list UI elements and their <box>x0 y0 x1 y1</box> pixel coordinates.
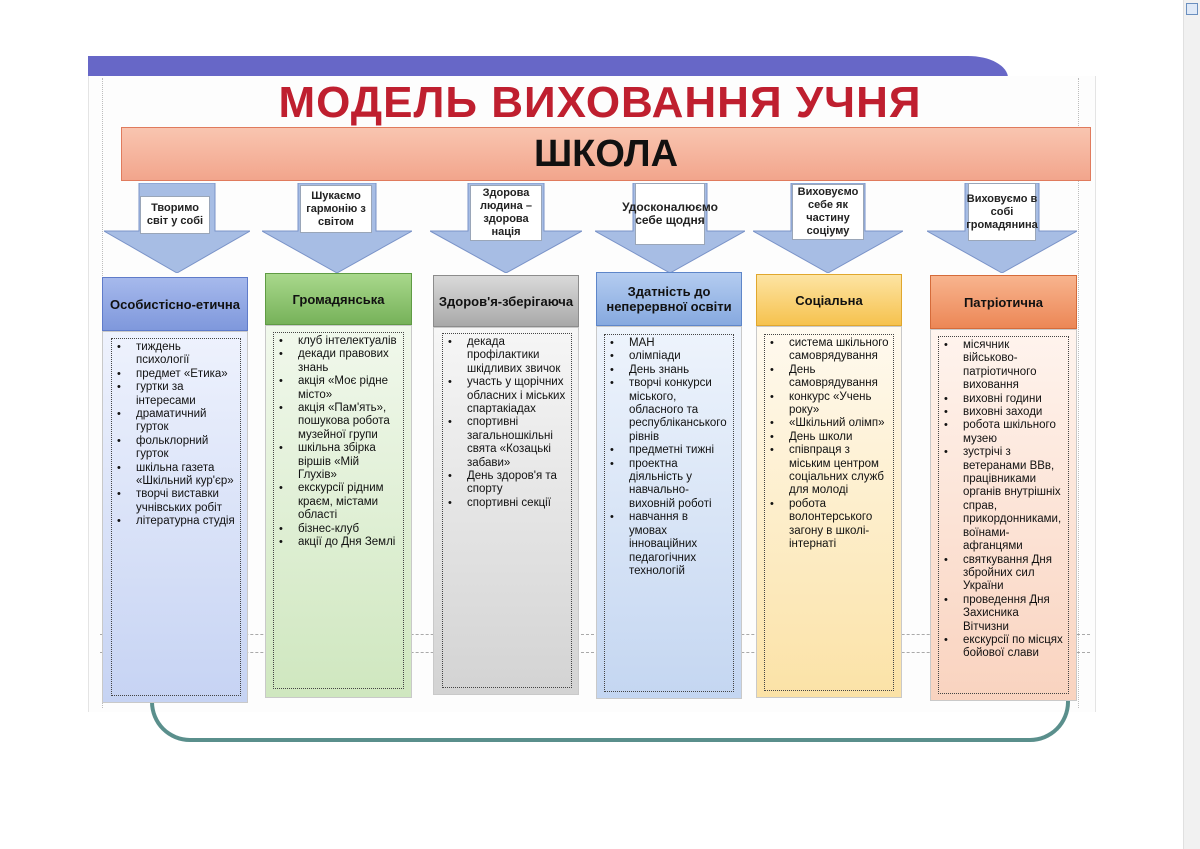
list-item: МАН <box>610 337 729 351</box>
list-item: День знань <box>610 364 729 378</box>
list-item: тиждень психології <box>117 341 236 368</box>
arrow-label: Здорова людина – здорова нація <box>470 185 542 241</box>
list-item: спортивні секції <box>448 497 567 511</box>
list-item: шкільна збірка віршів «Мій Глухів» <box>279 442 399 482</box>
side-strip <box>1183 0 1200 849</box>
content-area <box>88 76 1096 712</box>
list-item: зустрічі з ветеранами ВВв, працівниками … <box>944 446 1064 553</box>
arrow-label: Удосконалюємо себе щодня <box>622 183 718 245</box>
column-header-civic: Громадянська <box>265 273 412 325</box>
guide-line <box>100 652 1090 653</box>
column-header-ethics: Особистісно-етична <box>102 277 248 331</box>
guide-line <box>100 634 1090 635</box>
list-item: конкурс «Учень року» <box>770 391 889 418</box>
list-item: декади правових знань <box>279 348 399 375</box>
column-list: декада профілактики шкідливих звичок уча… <box>442 333 572 688</box>
list-item: творчі виставки учнівських робіт <box>117 488 236 515</box>
column-header-education: Здатність до неперервної освіти <box>596 272 742 326</box>
column-header-patriotic: Патріотична <box>930 275 1077 329</box>
column-list: клуб інтелектуалів декади правових знань… <box>273 332 404 689</box>
page-title: МОДЕЛЬ ВИХОВАННЯ УЧНЯ <box>278 78 922 127</box>
arrow-label: Творимо світ у собі <box>140 196 210 234</box>
list-item: система шкільного самоврядування <box>770 337 889 364</box>
list-item: проектна діяльність у навчально-виховній… <box>610 458 729 512</box>
list-item: екскурсії рідним краєм, містами області <box>279 482 399 522</box>
list-item: акція «Моє рідне місто» <box>279 375 399 402</box>
guide-line <box>1078 78 1079 708</box>
list-item: предмет «Етика» <box>117 368 236 382</box>
document-icon <box>1186 3 1198 15</box>
list-item: участь у щорічних обласних і міських спа… <box>448 376 567 416</box>
list-item: виховні заходи <box>944 406 1064 420</box>
list-item: драматичний гурток <box>117 408 236 435</box>
list-item: екскурсії по місцях бойової слави <box>944 634 1064 661</box>
list-item: акція «Пам'ять», пошукова робота музейно… <box>279 402 399 442</box>
list-item: акції до Дня Землі <box>279 536 399 550</box>
list-item: святкування Дня збройних сил України <box>944 554 1064 594</box>
list-item: навчання в умовах інноваційних педагогіч… <box>610 511 729 578</box>
list-item: олімпіади <box>610 350 729 364</box>
list-item: День здоров'я та спорту <box>448 470 567 497</box>
column-list: МАН олімпіади День знань творчі конкурси… <box>604 334 734 692</box>
school-bar: ШКОЛА <box>121 127 1091 181</box>
list-item: робота шкільного музею <box>944 419 1064 446</box>
list-item: бізнес-клуб <box>279 523 399 537</box>
list-item: творчі конкурси міського, обласного та р… <box>610 377 729 444</box>
list-item: День самоврядування <box>770 364 889 391</box>
list-item: проведення Дня Захисника Вітчизни <box>944 594 1064 634</box>
top-decor-band <box>88 56 1008 78</box>
list-item: виховні години <box>944 393 1064 407</box>
list-item: фольклорний гурток <box>117 435 236 462</box>
column-list: система шкільного самоврядування День са… <box>764 334 894 691</box>
column-header-health: Здоров'я-зберігаюча <box>433 275 579 327</box>
list-item: клуб інтелектуалів <box>279 335 399 349</box>
arrow-label: Виховуємо в собі громадянина <box>966 183 1038 241</box>
list-item: декада профілактики шкідливих звичок <box>448 336 567 376</box>
list-item: гуртки за інтересами <box>117 381 236 408</box>
arrow-label: Шукаємо гармонію з світом <box>300 185 372 233</box>
list-item: літературна студія <box>117 515 236 529</box>
bottom-decor-arc <box>150 700 1070 742</box>
list-item: «Шкільний олімп» <box>770 417 889 431</box>
list-item: місячник військово-патріотичного вихован… <box>944 339 1064 393</box>
list-item: предметні тижні <box>610 444 729 458</box>
list-item: спортивні загальношкільні свята «Козацьк… <box>448 416 567 470</box>
column-list: місячник військово-патріотичного вихован… <box>938 336 1069 694</box>
list-item: співпраця з міським центром соціальних с… <box>770 444 889 498</box>
list-item: шкільна газета «Шкільний кур'єр» <box>117 462 236 489</box>
list-item: робота волонтерського загону в школі-інт… <box>770 498 889 552</box>
arrow-label: Виховуємо себе як частину соціуму <box>792 184 864 240</box>
list-item: День школи <box>770 431 889 445</box>
column-header-social: Соціальна <box>756 274 902 326</box>
column-list: тиждень психології предмет «Етика» гуртк… <box>111 338 241 696</box>
